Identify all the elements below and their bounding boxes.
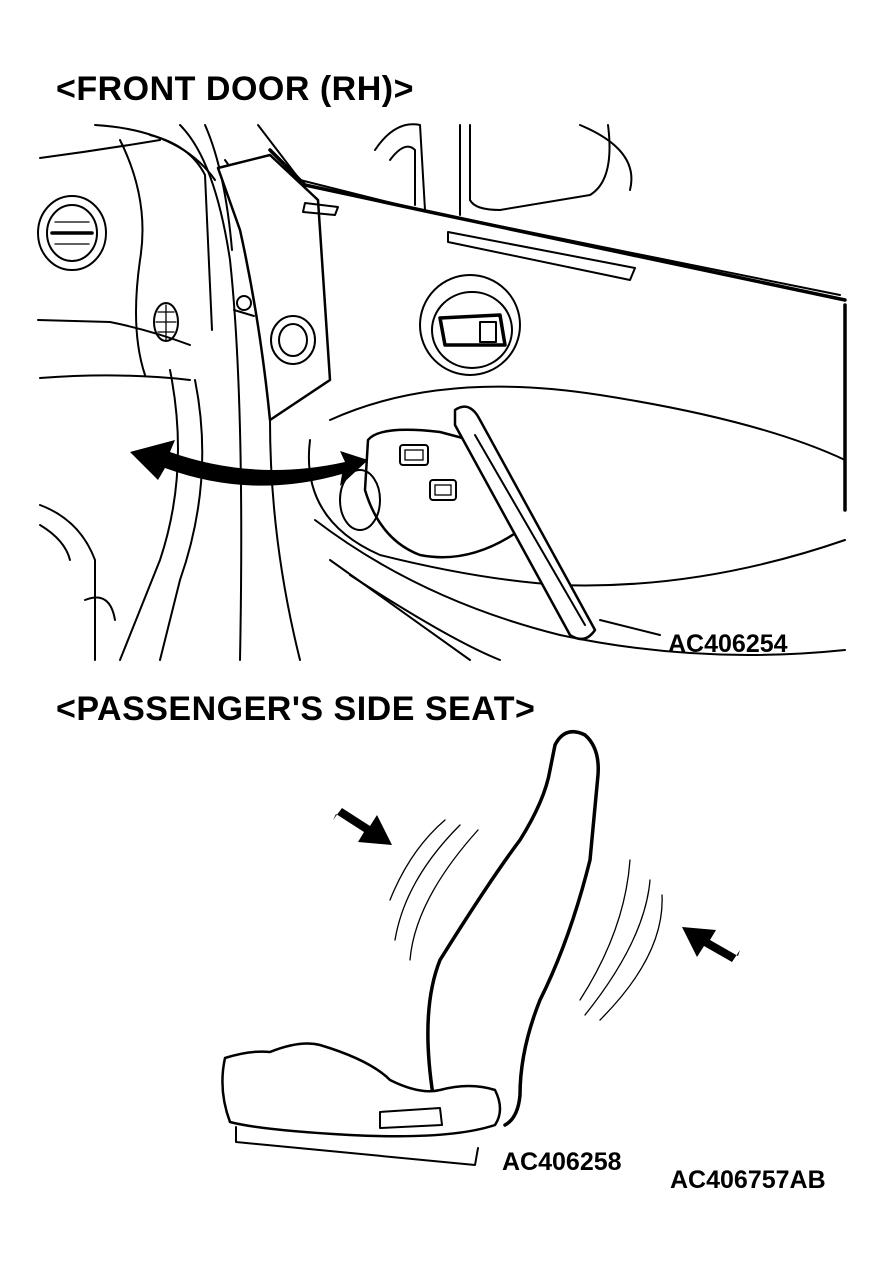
air-vent-icon	[37, 195, 107, 271]
door-hinge-icon	[233, 295, 255, 317]
door-illustration-code: AC406254	[668, 630, 788, 658]
speaker-grille-icon	[153, 302, 179, 342]
inner-door-handle-icon	[419, 274, 521, 376]
door-section-title: <FRONT DOOR (RH)>	[56, 70, 414, 108]
front-door-illustration	[37, 123, 847, 661]
passenger-seat-illustration	[221, 729, 740, 1166]
seat-backward-arrow-icon	[682, 927, 740, 962]
figure-code: AC406757AB	[670, 1166, 826, 1194]
seat-forward-arrow-icon	[333, 808, 392, 845]
seat-illustration-code: AC406258	[502, 1148, 622, 1176]
door-swing-arrow-icon	[130, 440, 368, 486]
seat-section-title: <PASSENGER'S SIDE SEAT>	[56, 690, 536, 728]
